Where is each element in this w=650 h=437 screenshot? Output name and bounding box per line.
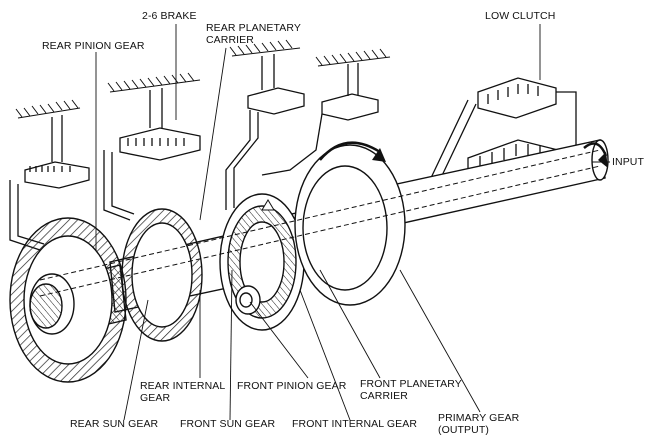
label-input: INPUT (612, 156, 644, 168)
label-rear-pinion-gear: REAR PINION GEAR (42, 40, 145, 52)
label-front-pinion-gear: FRONT PINION GEAR (237, 380, 347, 392)
label-front-internal-gear: FRONT INTERNAL GEAR (292, 418, 417, 430)
label-primary-gear-output: PRIMARY GEAR (OUTPUT) (438, 412, 520, 436)
label-rear-internal-gear: REAR INTERNAL GEAR (140, 380, 226, 404)
label-front-planetary-carrier: FRONT PLANETARY CARRIER (360, 378, 462, 402)
label-2-6-brake: 2-6 BRAKE (142, 10, 197, 22)
rotation-arrows (319, 141, 608, 161)
label-rear-planetary-carrier: REAR PLANETARY CARRIER (206, 22, 301, 46)
label-rear-sun-gear: REAR SUN GEAR (70, 418, 159, 430)
label-front-sun-gear: FRONT SUN GEAR (180, 418, 276, 430)
leader-lines (95, 24, 610, 421)
ground-hatching (15, 39, 391, 119)
label-low-clutch: LOW CLUTCH (485, 10, 556, 22)
arrowheads (261, 148, 608, 211)
gear-discs (9, 144, 406, 383)
